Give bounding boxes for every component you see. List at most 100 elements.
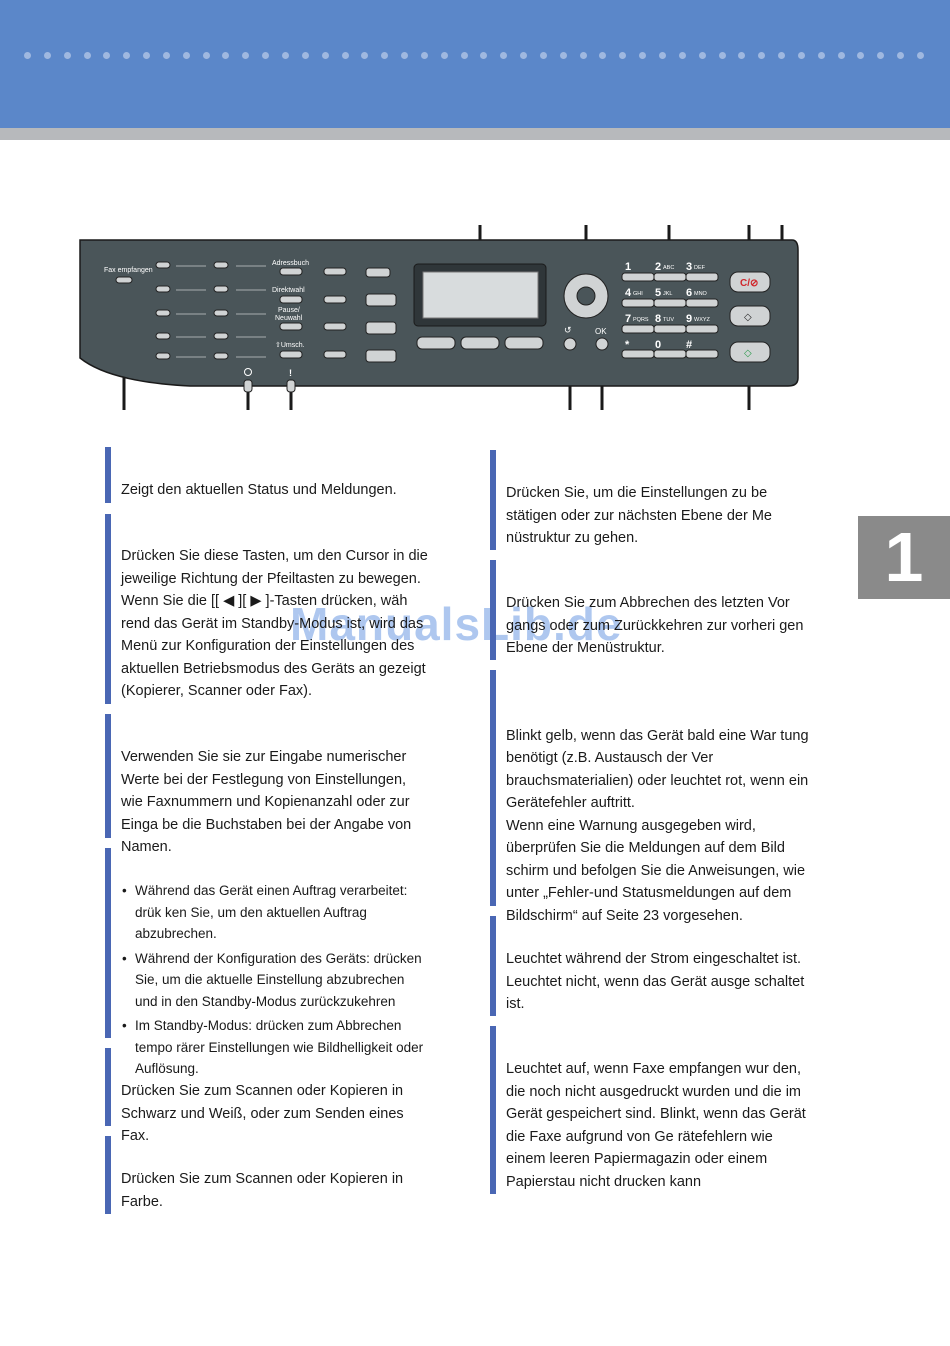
description-fax-received: Leuchtet auf, wenn Faxe empfangen wur de… xyxy=(490,1026,816,1194)
description-number-keys: Verwenden Sie sie zur Eingabe numerische… xyxy=(105,714,430,855)
description-color-start: Drücken Sie zum Scannen oder Kopieren in… xyxy=(105,1136,430,1214)
clear-stop-label: C/⊘ xyxy=(740,278,758,289)
description-escape-key: Drücken Sie zum Abbrechen des letzten Vo… xyxy=(490,560,816,660)
header-dot xyxy=(301,52,309,59)
direct-dial-button[interactable] xyxy=(279,295,303,304)
key-label: 5 xyxy=(655,287,661,299)
description-text: Blinkt gelb, wenn das Gerät bald eine Wa… xyxy=(506,727,809,924)
description-text: Leuchtet während der Strom eingeschaltet… xyxy=(506,951,805,1012)
header-dot xyxy=(281,52,289,59)
ok-button[interactable] xyxy=(595,337,609,351)
alert-indicator-icon: ! xyxy=(289,368,292,378)
bullet-item: Während das Gerät einen Auftrag verarbei… xyxy=(122,880,430,945)
header-dot xyxy=(341,52,349,59)
header-dot xyxy=(698,52,706,59)
address-book-button[interactable] xyxy=(279,267,303,276)
key-letters: ABC xyxy=(663,265,674,271)
header-dot xyxy=(162,52,170,59)
clear-stop-button[interactable] xyxy=(729,271,771,293)
header-dot xyxy=(143,52,151,59)
header-dot xyxy=(222,52,230,59)
header-grey-strip xyxy=(0,128,950,140)
header-dot xyxy=(817,52,825,59)
selection-keys[interactable] xyxy=(416,336,544,350)
header-dot xyxy=(63,52,71,59)
key-label: 1 xyxy=(625,261,631,273)
header-dot xyxy=(361,52,369,59)
header-dot xyxy=(897,52,905,59)
description-power-indicator: Leuchtet während der Strom eingeschaltet… xyxy=(490,916,816,1016)
description-display: Zeigt den aktuellen Status und Meldungen… xyxy=(105,447,430,503)
shift-button[interactable] xyxy=(279,350,303,359)
description-text: Leuchtet auf, wenn Faxe empfangen wur de… xyxy=(506,1061,806,1190)
redial-label: Neuwahl xyxy=(275,315,303,322)
color-start-button[interactable] xyxy=(729,341,771,363)
header-dot xyxy=(24,52,31,59)
header-dot xyxy=(916,52,924,59)
description-clear-stop: Während das Gerät einen Auftrag verarbei… xyxy=(105,848,430,1076)
control-panel-illustration: Fax empfangen Adressbuch Direktwahl Paus… xyxy=(79,225,799,410)
key-letters: MNO xyxy=(694,291,708,297)
bw-start-icon: ◇ xyxy=(744,312,752,323)
header-dot xyxy=(83,52,91,59)
setting-buttons[interactable] xyxy=(323,267,397,363)
lcd-screen xyxy=(422,271,539,319)
header-dot-row xyxy=(24,52,924,64)
power-indicator xyxy=(243,379,253,393)
description-alert-indicator: Blinkt gelb, wenn das Gerät bald eine Wa… xyxy=(490,670,816,924)
key-letters: WXYZ xyxy=(694,317,711,323)
header-dot xyxy=(877,52,885,59)
bullet-item: Im Standby-Modus: drücken zum Abbrechen … xyxy=(122,1015,430,1080)
color-start-icon: ◇ xyxy=(744,348,752,359)
key-label: 0 xyxy=(655,339,661,351)
description-text: Drücken Sie zum Abbrechen des letzten Vo… xyxy=(506,595,804,656)
escape-icon: ↺ xyxy=(564,325,572,335)
header-dot xyxy=(857,52,865,59)
fax-receive-indicator xyxy=(115,276,133,284)
chapter-tab: 1 xyxy=(858,516,950,599)
header-dot xyxy=(460,52,468,59)
watermark: ManualsLib.de xyxy=(290,598,623,650)
description-text: Zeigt den aktuellen Status und Meldungen… xyxy=(121,482,397,498)
header-dot xyxy=(718,52,726,59)
header-dot xyxy=(182,52,190,59)
header-dot xyxy=(103,52,111,59)
header-dot xyxy=(738,52,746,59)
header-dot xyxy=(797,52,805,59)
key-letters: TUV xyxy=(663,317,674,323)
key-label: # xyxy=(686,339,692,351)
description-text: Drücken Sie, um die Einstellungen zu be … xyxy=(506,485,772,546)
escape-button[interactable] xyxy=(563,337,577,351)
header-dot xyxy=(440,52,448,59)
header-dot xyxy=(758,52,766,59)
description-text: Drücken Sie diese Tasten, um den Cursor … xyxy=(121,548,428,699)
number-keys[interactable] xyxy=(621,272,719,359)
description-scroll-keys: Drücken Sie diese Tasten, um den Cursor … xyxy=(105,514,430,704)
header-dot xyxy=(678,52,686,59)
key-letters: JKL xyxy=(663,291,672,297)
pause-redial-button[interactable] xyxy=(279,322,303,331)
header-dot xyxy=(480,52,488,59)
header-dot xyxy=(639,52,647,59)
description-bullets: Während das Gerät einen Auftrag verarbei… xyxy=(121,880,430,1080)
header-dot xyxy=(837,52,845,59)
description-bw-start: Drücken Sie zum Scannen oder Kopieren in… xyxy=(105,1048,430,1144)
description-text: Drücken Sie zum Scannen oder Kopieren in… xyxy=(121,1171,404,1210)
header-dot xyxy=(381,52,389,59)
description-ok-key: Drücken Sie, um die Einstellungen zu be … xyxy=(490,450,816,550)
header-dot xyxy=(202,52,210,59)
bullet-item: Während der Konfiguration des Geräts: dr… xyxy=(122,948,430,1013)
one-touch-buttons[interactable] xyxy=(155,261,229,360)
header-dot xyxy=(659,52,666,59)
power-indicator-icon xyxy=(244,368,252,376)
bw-start-button[interactable] xyxy=(729,305,771,327)
address-book-label: Adressbuch xyxy=(272,260,309,267)
alert-indicator xyxy=(286,379,296,393)
header-dot xyxy=(43,52,51,59)
description-text: Drücken Sie zum Scannen oder Kopieren in… xyxy=(121,1083,404,1144)
header-dot xyxy=(262,52,270,59)
keypad-labels: 1 2 3 4 5 6 7 8 9 * 0 # xyxy=(625,261,692,351)
key-letters: PQRS xyxy=(633,317,649,323)
key-label: 2 xyxy=(655,261,661,273)
ok-label: OK xyxy=(595,327,607,336)
